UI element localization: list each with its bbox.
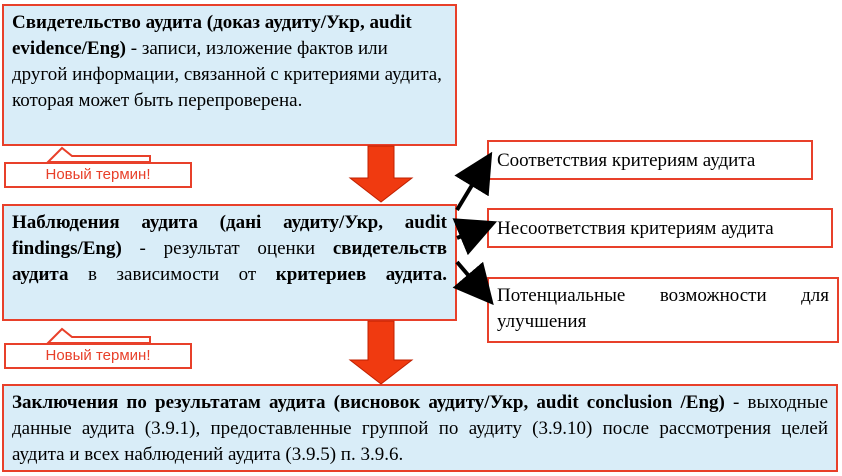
audit-findings-definition-part2: в зависимости от: [68, 264, 276, 285]
new-term-badge: Новый термин!: [4, 343, 192, 369]
badge-pointer: [45, 146, 151, 163]
arrow-to-nonconformity: [452, 218, 498, 256]
arrow-to-improvement: [452, 260, 494, 306]
audit-evidence-term: Свидетельство аудита (доказ аудиту/Укр, …: [12, 12, 412, 59]
audit-findings-term: Наблюдения аудита (дані аудиту/Укр, audi…: [12, 212, 447, 259]
arrow-to-conformity: [454, 151, 493, 212]
audit-evidence-definition: - записи, изложение фактов или другой ин…: [12, 38, 442, 111]
outcome-nonconformity: Несоответствия критериям аудита: [487, 208, 833, 248]
audit-findings-box: Наблюдения аудита (дані аудиту/Укр, audi…: [2, 204, 457, 321]
down-arrow: [348, 145, 414, 203]
audit-conclusion-box: Заключения по результатам аудита (виснов…: [2, 384, 838, 472]
audit-evidence-reference: свидетельств аудита: [12, 238, 447, 285]
audit-evidence-box: Свидетельство аудита (доказ аудиту/Укр, …: [2, 4, 457, 146]
outcome-conformity: Соответствия критериям аудита: [487, 140, 813, 180]
audit-findings-definition-part1: - результат оценки: [121, 238, 333, 259]
outcome-improvement-opportunities: Потенциальные возможности для улучшения: [487, 277, 839, 343]
audit-conclusion-term: Заключения по результатам аудита (виснов…: [12, 392, 725, 413]
down-arrow: [348, 320, 414, 385]
badge-pointer: [45, 327, 151, 344]
audit-conclusion-definition: - выходные данные аудита (3.9.1), предос…: [12, 392, 828, 465]
audit-criteria-reference: критериев аудита.: [275, 264, 447, 285]
